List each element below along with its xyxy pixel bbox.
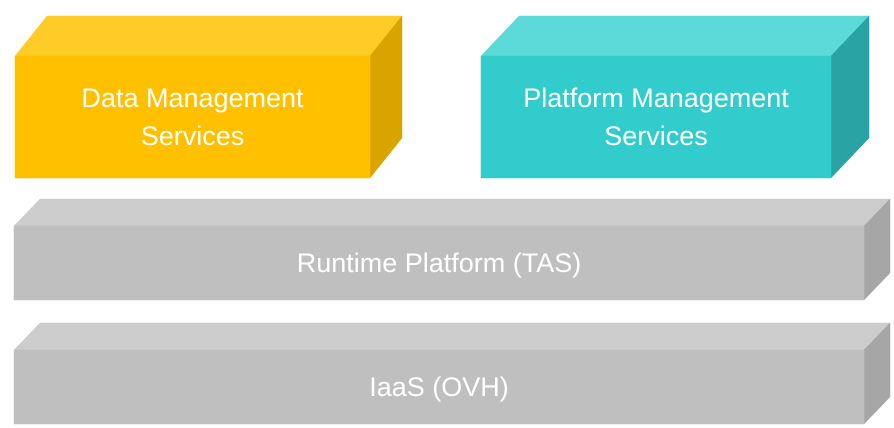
data-management-block-front-face [14,55,371,179]
iaas-label: IaaS (OVH) [14,350,864,424]
platform-management-block-front-face [480,55,832,179]
platform-management-block-top-face [480,15,870,57]
platform-management-services-label: Platform Management Services [481,56,831,178]
iaas-label-line-1: IaaS (OVH) [369,372,509,402]
data-management-block-top-face [14,15,403,57]
runtime-platform-block-top-face [13,198,891,227]
runtime-platform-label-line-1: Runtime Platform (TAS) [296,248,582,278]
platform-management-label-line-2: Services [604,121,708,151]
runtime-platform-label: Runtime Platform (TAS) [14,226,864,300]
runtime-platform-block-front-face [13,225,865,301]
data-management-label-line-1: Data Management [81,83,304,113]
data-management-services-label: Data Management Services [15,56,370,178]
iaas-block-top-face [13,322,891,351]
iaas-block-front-face [13,349,865,425]
data-management-label-line-2: Services [140,121,245,151]
platform-management-label-line-1: Platform Management [523,83,789,113]
